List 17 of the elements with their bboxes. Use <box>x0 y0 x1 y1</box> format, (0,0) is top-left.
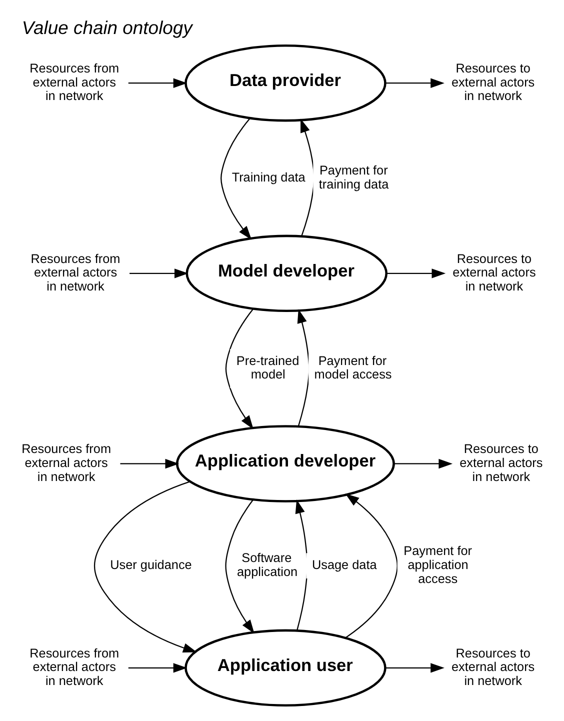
node-text: Resources from external actors in network <box>22 442 112 484</box>
node-text: Resources to external actors in network <box>452 252 536 294</box>
node-text: Resources from external actors in network <box>30 252 120 294</box>
node-text: Resources from external actors in network <box>30 646 120 688</box>
edge-label: Software application <box>237 551 298 579</box>
edge-label: Payment for model access <box>314 354 392 382</box>
edge-label: User guidance <box>110 558 192 572</box>
node-text: Resources to external actors in network <box>452 646 535 688</box>
node-text: Resources from external actors in network <box>30 61 120 104</box>
edge-label: Pre-trained model <box>236 354 300 382</box>
node-text: Resources to external actors in network <box>460 442 543 484</box>
edge-label: Payment for application access <box>404 544 472 586</box>
edge-label: Training data <box>232 170 306 184</box>
edge-label: Usage data <box>312 558 377 572</box>
node-text: Resources to external actors in network <box>452 61 535 104</box>
edge-label: Payment for training data <box>318 164 389 192</box>
diagram-title: Value chain ontology <box>22 16 192 38</box>
